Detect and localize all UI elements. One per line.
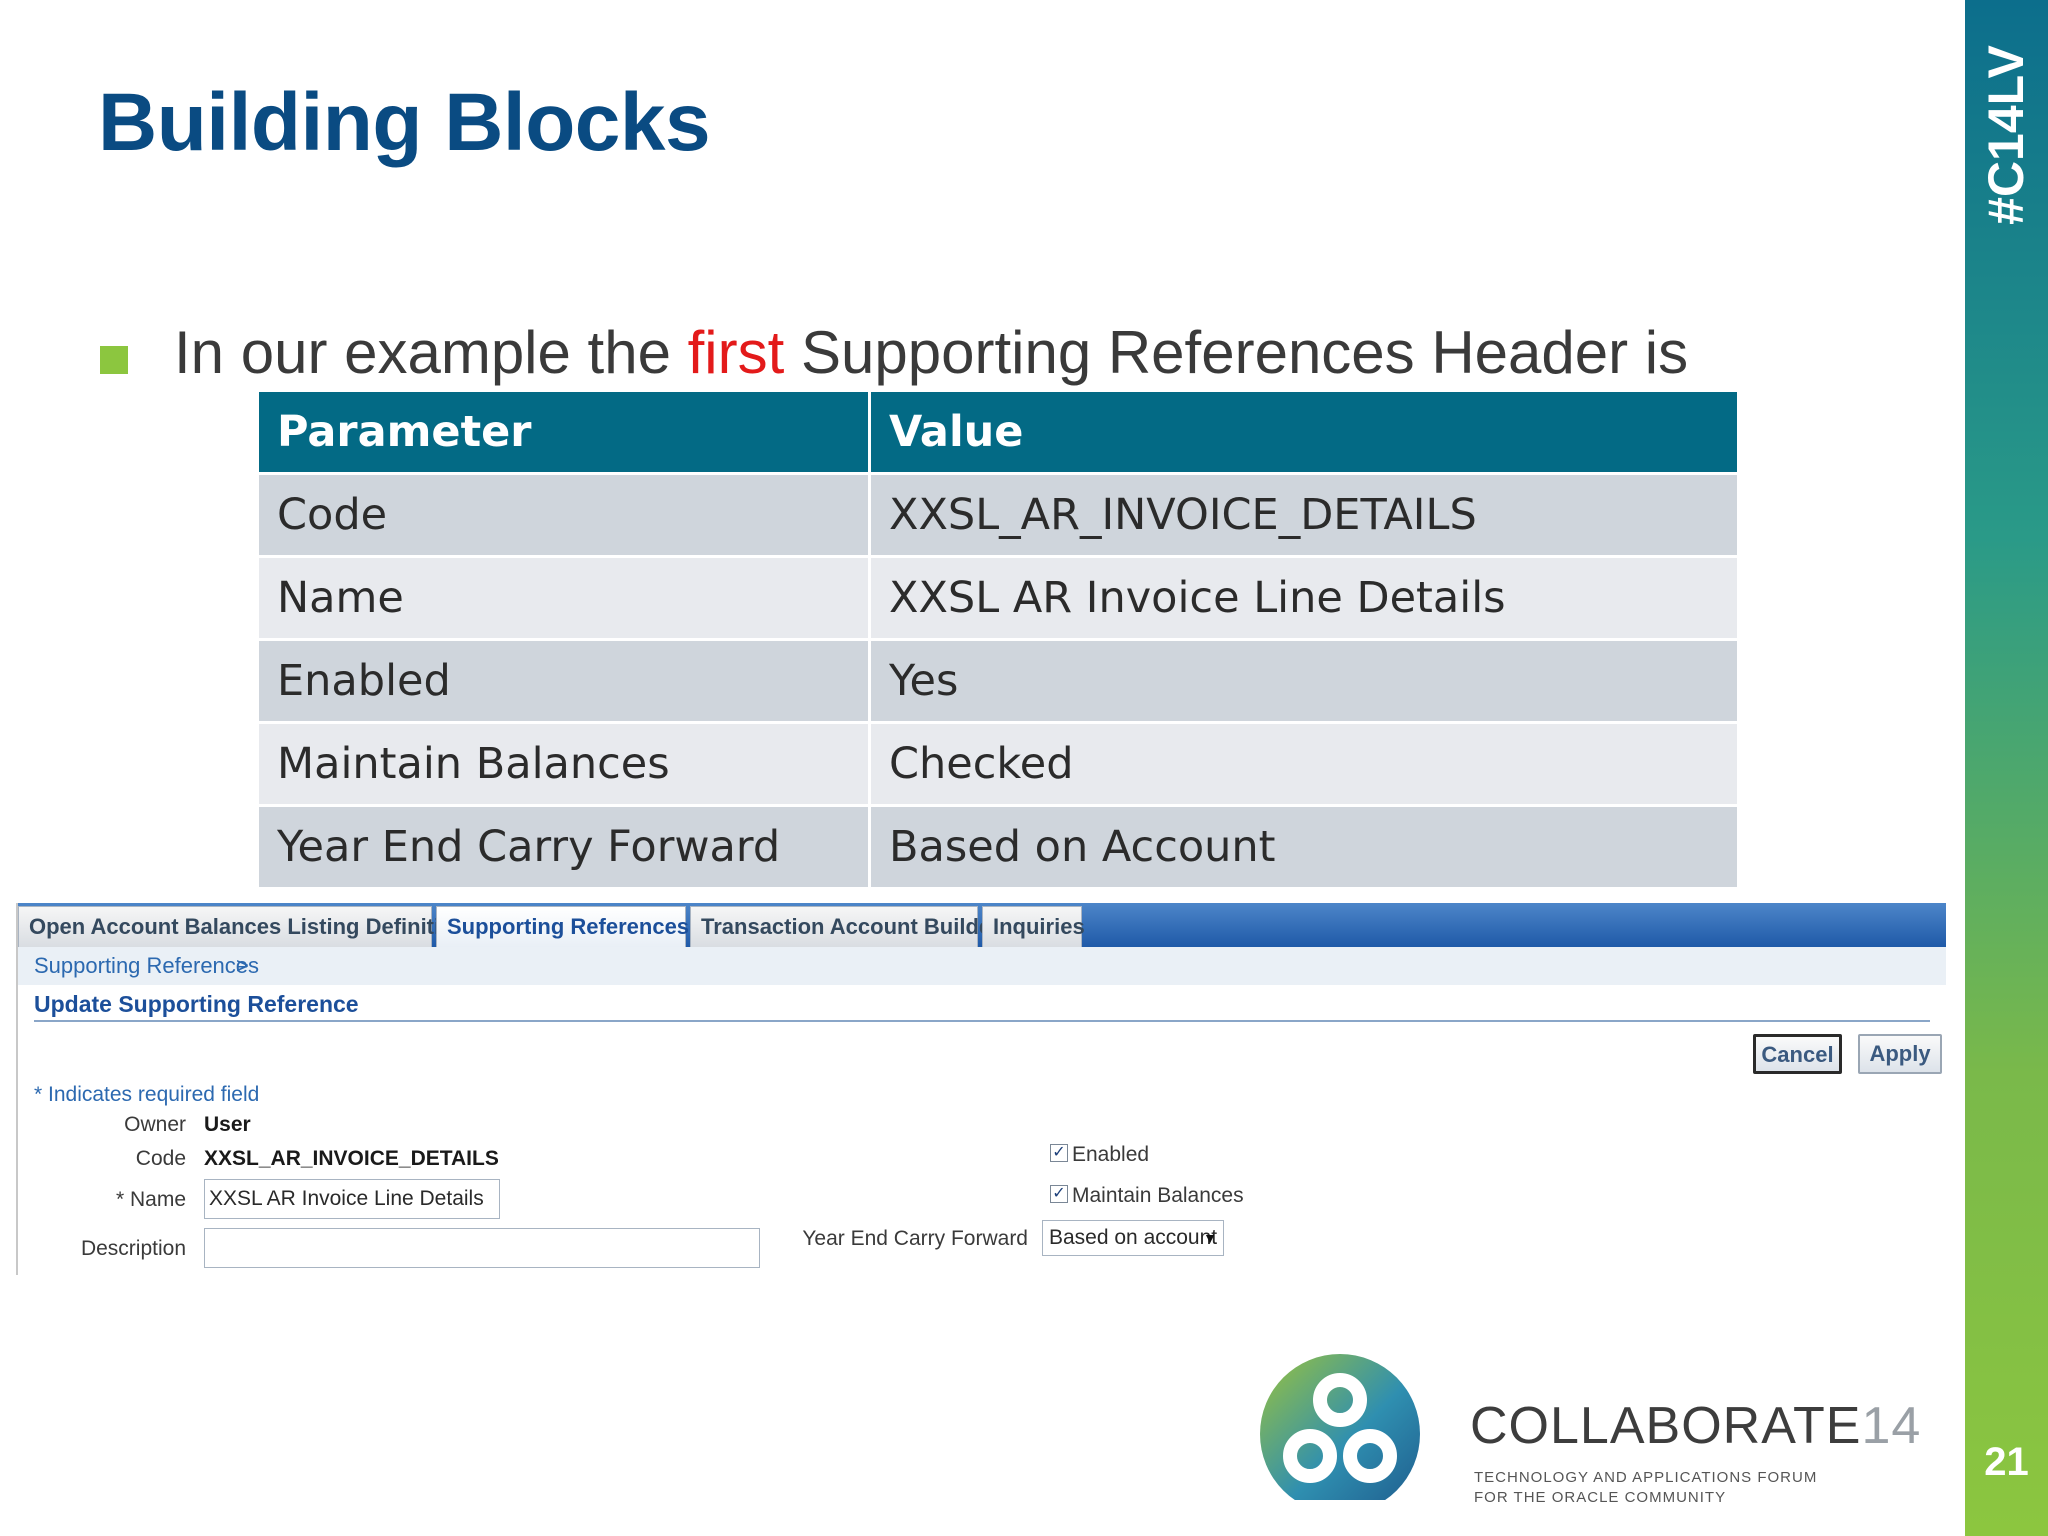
collaborate-logo-icon: [1258, 1354, 1422, 1516]
description-label: Description: [80, 1237, 186, 1260]
owner-label: Owner: [124, 1113, 186, 1136]
maintain-balances-checkbox[interactable]: ✓: [1050, 1185, 1068, 1203]
required-field-note: * Indicates required field: [34, 1083, 260, 1106]
name-label: * Name: [115, 1188, 186, 1211]
header-value: Value: [868, 389, 1740, 475]
bullet-square-icon: [100, 346, 128, 374]
maintain-balances-label: Maintain Balances: [1072, 1184, 1244, 1207]
code-value: XXSL_AR_INVOICE_DETAILS: [204, 1147, 499, 1170]
page-number: 21: [1984, 1440, 2029, 1484]
bullet-text: In our example the first Supporting Refe…: [174, 318, 1688, 387]
ebs-screenshot: Open Account Balances Listing Definition…: [16, 903, 1946, 1275]
table-row: Enabled Yes: [256, 638, 1740, 724]
table-header-row: Parameter Value: [256, 389, 1740, 475]
breadcrumb-bar: [18, 947, 1946, 985]
logo-year-text: 14: [1861, 1397, 1922, 1455]
cell-parameter: Code: [256, 472, 871, 558]
cell-value: XXSL AR Invoice Line Details: [868, 555, 1740, 641]
slide-title: Building Blocks: [98, 77, 711, 168]
enabled-checkbox[interactable]: ✓: [1050, 1144, 1068, 1162]
cell-value: Yes: [868, 638, 1740, 724]
table-row: Year End Carry Forward Based on Account: [256, 804, 1740, 890]
enabled-label: Enabled: [1072, 1143, 1150, 1166]
tab-inquiries[interactable]: Inquiries: [982, 906, 1085, 947]
logo-name-text: COLLABORATE: [1470, 1397, 1862, 1455]
table-row: Maintain Balances Checked: [256, 721, 1740, 807]
tab-transaction-account-builder[interactable]: Transaction Account Builder: [690, 906, 1000, 947]
logo-tagline: TECHNOLOGY AND APPLICATIONS FORUM FOR TH…: [1474, 1468, 1817, 1508]
header-parameter: Parameter: [256, 389, 871, 475]
name-input[interactable]: XXSL AR Invoice Line Details: [204, 1179, 500, 1219]
parameter-table: Parameter Value Code XXSL_AR_INVOICE_DET…: [256, 389, 1740, 890]
cell-parameter: Maintain Balances: [256, 721, 871, 807]
logo-wordmark: COLLABORATE14: [1470, 1396, 1921, 1456]
tab-supporting-references[interactable]: Supporting References: [436, 906, 689, 947]
heading-divider: [34, 1020, 1930, 1022]
logo-tagline-line-2: FOR THE ORACLE COMMUNITY: [1474, 1489, 1727, 1506]
dropdown-arrow-icon: ▼: [1203, 1230, 1217, 1246]
cell-parameter: Name: [256, 555, 871, 641]
page-heading: Update Supporting Reference: [34, 991, 359, 1017]
table-row: Code XXSL_AR_INVOICE_DETAILS: [256, 472, 1740, 558]
carry-forward-value: Based on account: [1049, 1226, 1218, 1249]
owner-value: User: [204, 1113, 251, 1136]
cell-value: Checked: [868, 721, 1740, 807]
cell-value: XXSL_AR_INVOICE_DETAILS: [868, 472, 1740, 558]
cancel-button[interactable]: Cancel: [1753, 1034, 1842, 1074]
bullet-text-after: Supporting References Header is: [784, 319, 1689, 386]
carry-forward-label: Year End Carry Forward: [802, 1227, 1028, 1250]
carry-forward-select[interactable]: Based on account ▼: [1042, 1220, 1224, 1256]
table-row: Name XXSL AR Invoice Line Details: [256, 555, 1740, 641]
cell-parameter: Enabled: [256, 638, 871, 724]
logo-tagline-line-1: TECHNOLOGY AND APPLICATIONS FORUM: [1474, 1469, 1818, 1486]
bullet-text-before: In our example the: [174, 319, 688, 386]
breadcrumb-separator: >: [236, 953, 249, 978]
tab-bar: Open Account Balances Listing Definition…: [18, 903, 1946, 947]
cell-parameter: Year End Carry Forward: [256, 804, 871, 890]
description-input[interactable]: [204, 1228, 760, 1268]
apply-button[interactable]: Apply: [1858, 1034, 1942, 1074]
tab-open-account-balances[interactable]: Open Account Balances Listing Definition…: [18, 906, 479, 947]
hashtag-label: #C14LV: [1978, 30, 2034, 240]
hashtag-text: #C14LV: [1978, 45, 2034, 225]
breadcrumb-supporting-references-link[interactable]: Supporting References: [34, 953, 260, 978]
cell-value: Based on Account: [868, 804, 1740, 890]
bullet-text-highlight: first: [687, 319, 785, 386]
side-accent-bar: [1965, 0, 2048, 1536]
code-label: Code: [135, 1147, 186, 1170]
